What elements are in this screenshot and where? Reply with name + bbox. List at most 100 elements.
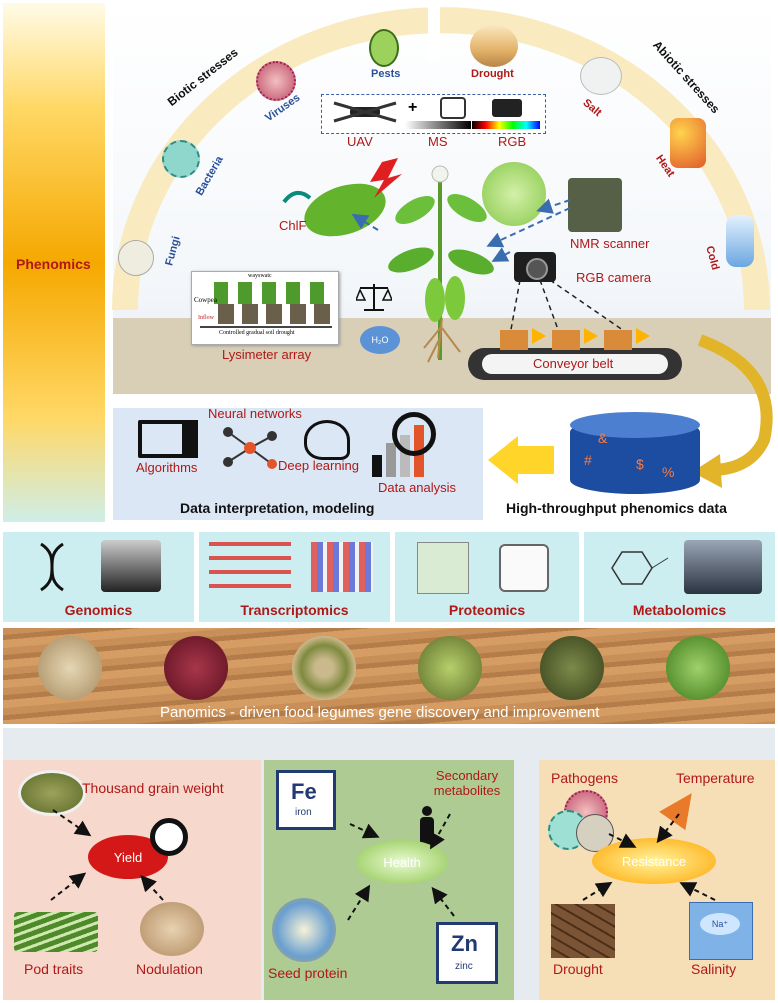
salt-icon — [580, 57, 622, 95]
seed-bowl-peas — [666, 636, 730, 700]
fe-symbol: Fe — [291, 779, 317, 804]
phenomics-side-label: Phenomics — [16, 256, 91, 272]
root-icon — [423, 318, 461, 363]
pod-traits-image — [14, 912, 98, 952]
yellow-left-arrow — [488, 436, 518, 484]
chlf-label: ChlF — [279, 218, 307, 233]
mass-spec-icon — [417, 542, 469, 594]
rna-strands-icon — [209, 542, 291, 592]
temperature-label: Temperature — [676, 770, 755, 786]
yellow-left-arrow-body — [518, 446, 554, 474]
zn-box: Zn zinc — [436, 922, 498, 984]
resistance-center-label: Resistance — [621, 853, 687, 869]
stress-arch — [112, 0, 770, 311]
seed-protein-label: Seed protein — [268, 965, 348, 981]
data-interpretation-title: Data interpretation, modeling — [180, 500, 375, 516]
heatmap-icon — [311, 542, 373, 592]
pot-1 — [500, 330, 528, 350]
sensor-uav-label: UAV — [347, 134, 373, 149]
analysis-bar-3 — [400, 435, 410, 477]
h2o-label: H₂O — [371, 335, 389, 345]
salinity-label: Salinity — [691, 961, 737, 977]
camera-lens — [526, 258, 548, 280]
lysimeter-top-caption: wayswatc — [248, 273, 272, 279]
seed-bowl-pods-coil — [292, 636, 356, 700]
omics-label-genomics: Genomics — [64, 602, 133, 618]
uav-drone-icon — [333, 101, 397, 123]
pot-3 — [604, 330, 632, 350]
protein-structure-image — [272, 898, 336, 962]
h2o-bubble: H₂O — [360, 326, 400, 354]
phenomics-arrows — [351, 198, 631, 336]
lysimeter-plants — [214, 282, 332, 304]
fe-box: Fe iron — [276, 770, 336, 830]
metabolomics-machine-icon — [684, 540, 762, 594]
sequencer-icon — [101, 540, 161, 592]
ms-camera-icon — [440, 97, 466, 119]
yield-center-label: Yield — [113, 849, 143, 865]
wood-band — [3, 628, 775, 724]
conveyor-arrow-1 — [532, 328, 546, 344]
cold-thermometer-icon — [726, 215, 754, 267]
bacteria-icon — [162, 140, 200, 178]
drought-land-icon — [470, 25, 518, 67]
conveyor-pots — [500, 312, 660, 352]
omics-label-proteomics: Proteomics — [448, 602, 526, 618]
db-symbol-3: $ — [636, 456, 644, 472]
omics-label-transcriptomics: Transcriptomics — [240, 602, 349, 618]
database-title: High-throughput phenomics data — [506, 500, 727, 516]
resistance-drought-label: Drought — [553, 961, 603, 977]
grain-bowl-icon — [18, 770, 86, 816]
abiotic-item-drought: Drought — [471, 68, 514, 80]
pest-icon — [369, 29, 399, 67]
resistance-arrows — [582, 813, 716, 901]
computer-icon — [138, 420, 186, 458]
analysis-bar-2 — [386, 443, 396, 477]
lysimeter-bottom-caption: Controlled gradual soil drought — [219, 330, 295, 336]
lysimeter-inflow-label: Inflow — [198, 315, 214, 321]
conveyor-arrow-2 — [584, 328, 598, 344]
rgb-camera-label: RGB camera — [576, 270, 652, 285]
db-symbol-4: % — [662, 464, 675, 480]
thousand-grain-weight-label: Thousand grain weight — [82, 780, 224, 796]
nmr-scanner-label: NMR scanner — [570, 236, 650, 251]
lysimeter-label: Lysimeter array — [222, 347, 312, 362]
pathogens-label: Pathogens — [551, 770, 618, 786]
deep-learning-label: Deep learning — [278, 458, 359, 473]
ms-spectrum-bar — [405, 121, 471, 129]
na-ion-label: Na⁺ — [711, 918, 729, 929]
plate-cutlery-icon — [150, 818, 188, 856]
deep-learning-brain-icon — [304, 420, 350, 460]
health-arrows — [347, 813, 455, 921]
seed-bowl-broad-bean — [418, 636, 482, 700]
database-top — [570, 412, 700, 438]
db-symbol-2: # — [584, 452, 592, 468]
lysimeter-pots — [218, 304, 330, 324]
fungi-icon — [118, 240, 154, 276]
virus-icon — [256, 61, 296, 101]
omics-card-genomics: Genomics — [3, 532, 194, 622]
pea-plant-icon — [388, 165, 494, 360]
human-head — [422, 806, 432, 816]
lab-instrument-icon — [499, 544, 549, 592]
conveyor-belt-inner — [482, 354, 668, 374]
conveyor-arrow-3 — [636, 328, 650, 344]
sensor-ms-label: MS — [428, 134, 448, 149]
pod-traits-label: Pod traits — [24, 961, 84, 977]
biotic-item-pests: Pests — [371, 68, 401, 80]
pot-2 — [552, 330, 580, 350]
zn-name: zinc — [455, 961, 473, 972]
nmr-scanner-icon — [568, 178, 622, 232]
seed-bowl-chickpea — [38, 636, 102, 700]
molecule-structure-icon — [611, 551, 669, 585]
zn-symbol: Zn — [451, 931, 478, 956]
dna-icon — [40, 542, 64, 592]
curved-flow-arrow — [692, 334, 773, 488]
health-center-label: Health — [383, 854, 421, 870]
heat-thermometer-icon — [670, 118, 706, 168]
nodulation-label: Nodulation — [136, 961, 203, 977]
data-analysis-label: Data analysis — [378, 480, 457, 495]
sensor-rgb-label: RGB — [498, 134, 527, 149]
algorithms-label: Algorithms — [136, 460, 198, 475]
panomics-caption: Panomics - driven food legumes gene disc… — [160, 704, 600, 721]
